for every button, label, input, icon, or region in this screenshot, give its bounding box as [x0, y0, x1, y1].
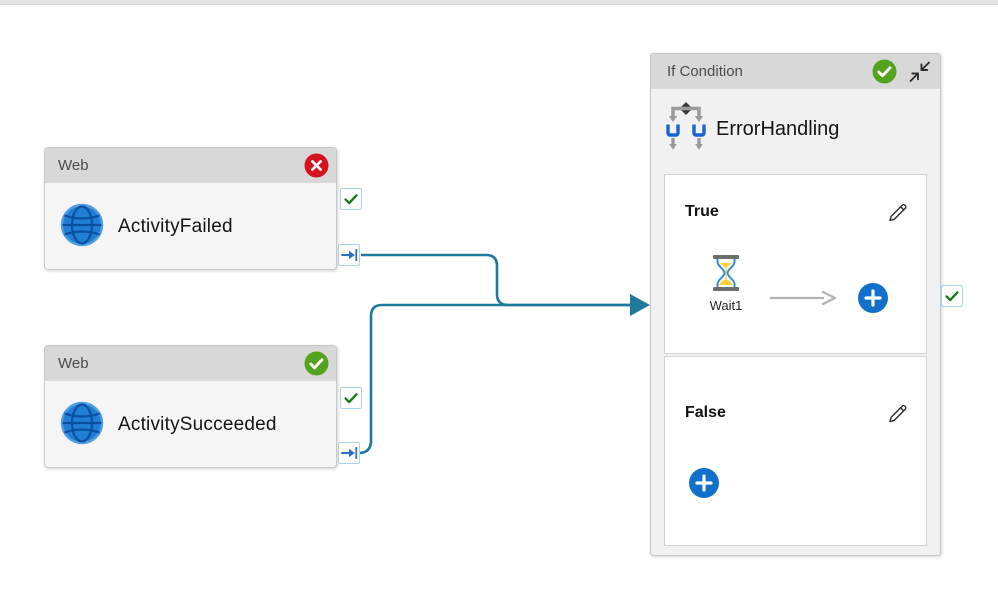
true-branch-panel: True Wait1	[664, 174, 927, 354]
false-branch-label: False	[685, 404, 726, 421]
port-check-icon	[344, 194, 358, 205]
add-activity-button[interactable]	[689, 468, 719, 498]
activity-card-header: Web	[45, 148, 336, 183]
hourglass-icon	[712, 255, 740, 296]
add-activity-button[interactable]	[858, 283, 888, 313]
true-branch-label: True	[685, 203, 719, 220]
port-arrow-icon	[341, 249, 358, 261]
edit-pencil-icon[interactable]	[886, 402, 910, 426]
next-activity-arrow-icon	[768, 289, 840, 312]
if-condition-icon	[666, 101, 706, 158]
activity-name: ActivityFailed	[118, 216, 233, 237]
success-badge-icon	[304, 351, 329, 376]
connector-succeeded-to-if[interactable]	[358, 303, 630, 455]
success-output-port[interactable]	[941, 285, 963, 307]
connector-failed-to-if[interactable]	[361, 253, 630, 307]
activity-card-web-succeeded[interactable]: Web ActivitySucceeded	[44, 345, 337, 468]
if-condition-card[interactable]: If Condition	[650, 53, 941, 556]
error-badge-icon	[304, 153, 329, 178]
activity-card-body: ActivitySucceeded	[45, 381, 336, 469]
success-output-port[interactable]	[340, 188, 362, 210]
port-check-icon	[344, 393, 358, 404]
if-condition-type-label: If Condition	[667, 63, 743, 80]
if-condition-name: ErrorHandling	[716, 117, 840, 140]
activity-name: ActivitySucceeded	[118, 414, 277, 435]
edit-pencil-icon[interactable]	[886, 201, 910, 225]
activity-card-header: Web	[45, 346, 336, 381]
wait-activity[interactable]: Wait1	[697, 255, 755, 313]
false-branch-panel: False	[664, 356, 927, 546]
connector-arrowhead	[630, 294, 650, 316]
sequence-output-port[interactable]	[338, 244, 360, 266]
sequence-output-port[interactable]	[338, 442, 360, 464]
port-arrow-icon	[341, 447, 358, 459]
activity-type-label: Web	[58, 157, 89, 174]
success-output-port[interactable]	[340, 387, 362, 409]
port-check-icon	[945, 291, 959, 302]
wait-activity-name: Wait1	[709, 298, 743, 313]
activity-card-web-failed[interactable]: Web ActivityFailed	[44, 147, 337, 270]
if-condition-title-row: ErrorHandling	[666, 100, 839, 158]
success-badge-icon	[872, 59, 897, 84]
activity-card-body: ActivityFailed	[45, 183, 336, 271]
canvas-top-border	[0, 0, 998, 5]
web-globe-icon	[59, 202, 105, 253]
collapse-icon[interactable]	[907, 59, 932, 84]
web-globe-icon	[59, 400, 105, 451]
if-condition-header: If Condition	[651, 54, 940, 89]
activity-type-label: Web	[58, 355, 89, 372]
